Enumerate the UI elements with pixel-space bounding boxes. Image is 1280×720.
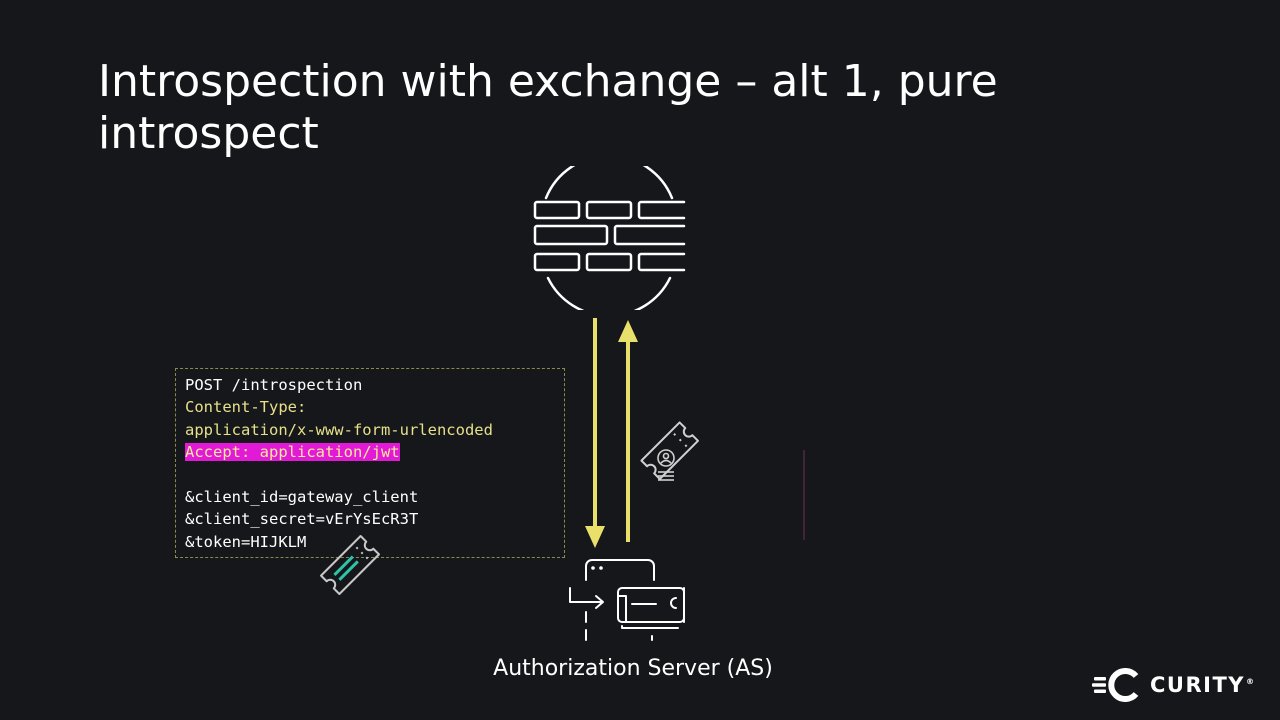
firewall-icon	[533, 166, 686, 310]
introspection-request-box: POST /introspection Content-Type: applic…	[175, 368, 565, 558]
opaque-token-icon	[320, 535, 380, 595]
request-response-arrows	[585, 318, 638, 548]
request-line-accept: Accept: application/jwt	[185, 443, 400, 462]
authorization-server-icon	[569, 559, 685, 641]
authorization-server-label: Authorization Server (AS)	[493, 656, 773, 681]
request-line-client-id: &client_id=gateway_client	[185, 488, 419, 507]
curity-wordmark: CURITY®	[1150, 673, 1256, 697]
curity-logo: CURITY®	[1092, 668, 1255, 702]
request-line-content-type: Content-Type:	[185, 398, 307, 417]
request-line-method: POST /introspection	[185, 376, 363, 394]
request-line-token: &token=HIJKLM	[185, 532, 307, 551]
jwt-token-icon	[640, 421, 699, 481]
request-line-client-secret: &client_secret=vErYsEcR3T	[185, 510, 419, 529]
curity-logo-icon	[1092, 668, 1139, 702]
request-line-content-type-value: application/x-www-form-urlencoded	[185, 420, 493, 439]
slide-title: Introspection with exchange – alt 1, pur…	[98, 56, 998, 159]
response-arrow	[618, 320, 638, 542]
request-arrow	[585, 318, 605, 548]
request-blank-line	[185, 464, 555, 486]
